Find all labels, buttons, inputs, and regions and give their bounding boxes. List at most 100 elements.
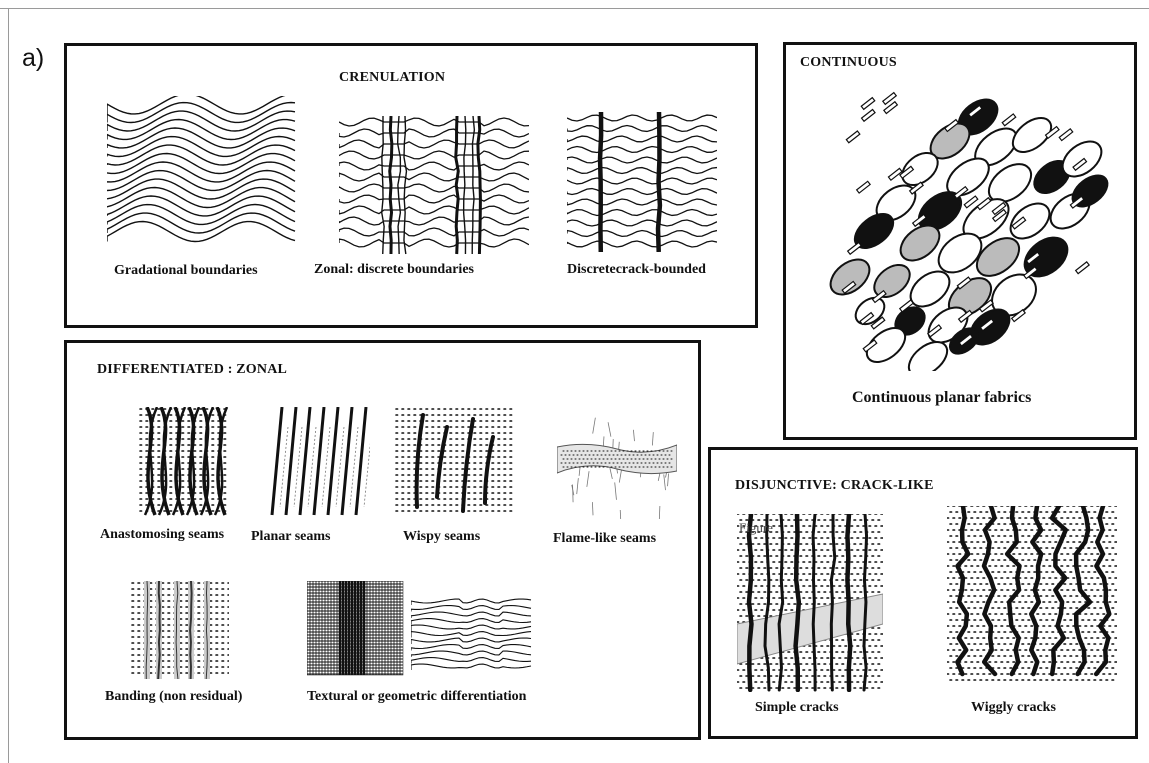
crack	[796, 514, 799, 690]
caption-textural: Textural or geometric differentiation	[307, 689, 526, 705]
flame-stroke	[619, 469, 621, 482]
flame-like-seams-figure	[557, 415, 677, 519]
simple-cracks-figure	[737, 514, 883, 692]
wiggly-cracks-figure	[947, 506, 1117, 686]
geometric-line	[411, 632, 531, 638]
crenulation-line	[339, 173, 529, 181]
flame-stroke	[652, 432, 653, 445]
crenulation-line	[339, 195, 529, 203]
zone-line	[472, 116, 474, 254]
mica-flake	[964, 196, 977, 208]
crenulation-line	[339, 162, 529, 170]
mica-flake	[1002, 114, 1015, 126]
geometric-differentiation-figure	[411, 595, 535, 675]
zone-line	[456, 116, 459, 254]
crenulation-line	[567, 168, 717, 174]
wispy-seams-figure	[393, 407, 513, 517]
geometric-line	[411, 612, 531, 618]
grain	[824, 252, 876, 301]
panel-title-disjunctive: DISJUNCTIVE: CRACK-LIKE	[735, 478, 934, 494]
zone-line	[382, 116, 384, 254]
caption-gradational: Gradational boundaries	[114, 263, 258, 279]
crenulation-line	[567, 231, 717, 237]
crack	[1052, 506, 1066, 674]
grain	[851, 292, 890, 329]
flame-stroke	[592, 502, 593, 515]
banding-figure	[129, 581, 229, 681]
hatch	[364, 427, 370, 507]
seam	[201, 407, 213, 515]
flame-stroke	[668, 473, 669, 486]
caption-zonal: Zonal: discrete boundaries	[314, 262, 474, 278]
caption-continuous: Continuous planar fabrics	[852, 389, 1031, 407]
zonal-crenulation-figure	[339, 116, 529, 256]
caption-planar: Planar seams	[251, 529, 330, 545]
flame-stroke	[615, 482, 617, 499]
overlap-text: Figure	[739, 520, 773, 536]
panel-title-continuous: CONTINUOUS	[800, 55, 897, 71]
caption-banding: Banding (non residual)	[105, 689, 242, 705]
crenulation-line	[339, 206, 529, 214]
panel-title-differentiated: DIFFERENTIATED : ZONAL	[97, 362, 287, 378]
discrete-crenulation-figure	[567, 112, 717, 252]
flame-stroke	[633, 430, 634, 441]
mica-flake	[1076, 262, 1089, 274]
crenulation-line	[567, 157, 717, 163]
flame-stroke	[573, 484, 574, 502]
anastomosing-seams-figure	[137, 407, 229, 517]
panel-disjunctive: DISJUNCTIVE: CRACK-LIKE Figure Simple cr…	[708, 447, 1138, 739]
crenulation-line	[339, 239, 529, 247]
crack	[749, 514, 751, 690]
flame-stroke	[577, 478, 579, 494]
page-frame-left	[8, 8, 9, 763]
crenulation-line	[339, 228, 529, 236]
crenulation-line	[107, 103, 295, 123]
mica-flake	[848, 242, 861, 254]
crenulation-line	[567, 115, 717, 121]
flame-stroke	[593, 418, 596, 434]
crack-line	[600, 112, 601, 252]
crenulation-line	[567, 178, 717, 184]
crenulation-line	[567, 126, 717, 132]
crack	[779, 514, 783, 690]
geometric-line	[411, 619, 531, 625]
crenulation-line	[567, 241, 717, 247]
crenulation-line	[567, 189, 717, 195]
planar-seams-figure	[270, 407, 370, 517]
geometric-line	[411, 599, 531, 605]
crenulation-line	[567, 210, 717, 216]
mica-flake	[1059, 129, 1072, 141]
geometric-line	[411, 645, 531, 651]
crenulation-line	[339, 151, 529, 159]
gradational-crenulation-figure	[107, 96, 307, 246]
crack-line	[658, 112, 660, 252]
flame-stroke	[610, 468, 612, 479]
crack	[831, 514, 834, 690]
crenulation-line	[339, 140, 529, 148]
mica-flake	[846, 131, 859, 143]
zone-line	[478, 116, 481, 254]
crenulation-line	[339, 129, 529, 137]
panel-crenulation: CRENULATION Gradational boundaries Zonal…	[64, 43, 758, 328]
crenulation-line	[567, 136, 717, 142]
panel-continuous: CONTINUOUS Continuous planar fabrics	[783, 42, 1137, 440]
geometric-line	[411, 658, 531, 664]
mica-flake	[862, 109, 875, 121]
crack	[813, 514, 815, 690]
zone-line	[390, 116, 392, 254]
crack	[1076, 506, 1090, 674]
caption-discrete: Discretecrack-bounded	[567, 262, 706, 278]
crenulation-line	[339, 118, 529, 126]
geometric-line	[411, 651, 531, 657]
dot-stipple	[396, 409, 512, 511]
caption-simple-cracks: Simple cracks	[755, 700, 839, 716]
seam	[159, 407, 171, 515]
caption-anastomosing: Anastomosing seams	[100, 527, 224, 543]
caption-wispy: Wispy seams	[403, 529, 480, 545]
caption-flame: Flame-like seams	[553, 531, 656, 547]
geometric-line	[411, 606, 531, 612]
flame-stroke	[620, 510, 621, 519]
crack	[1031, 506, 1041, 674]
flame-stroke	[587, 471, 589, 487]
flame-stroke	[659, 506, 660, 519]
